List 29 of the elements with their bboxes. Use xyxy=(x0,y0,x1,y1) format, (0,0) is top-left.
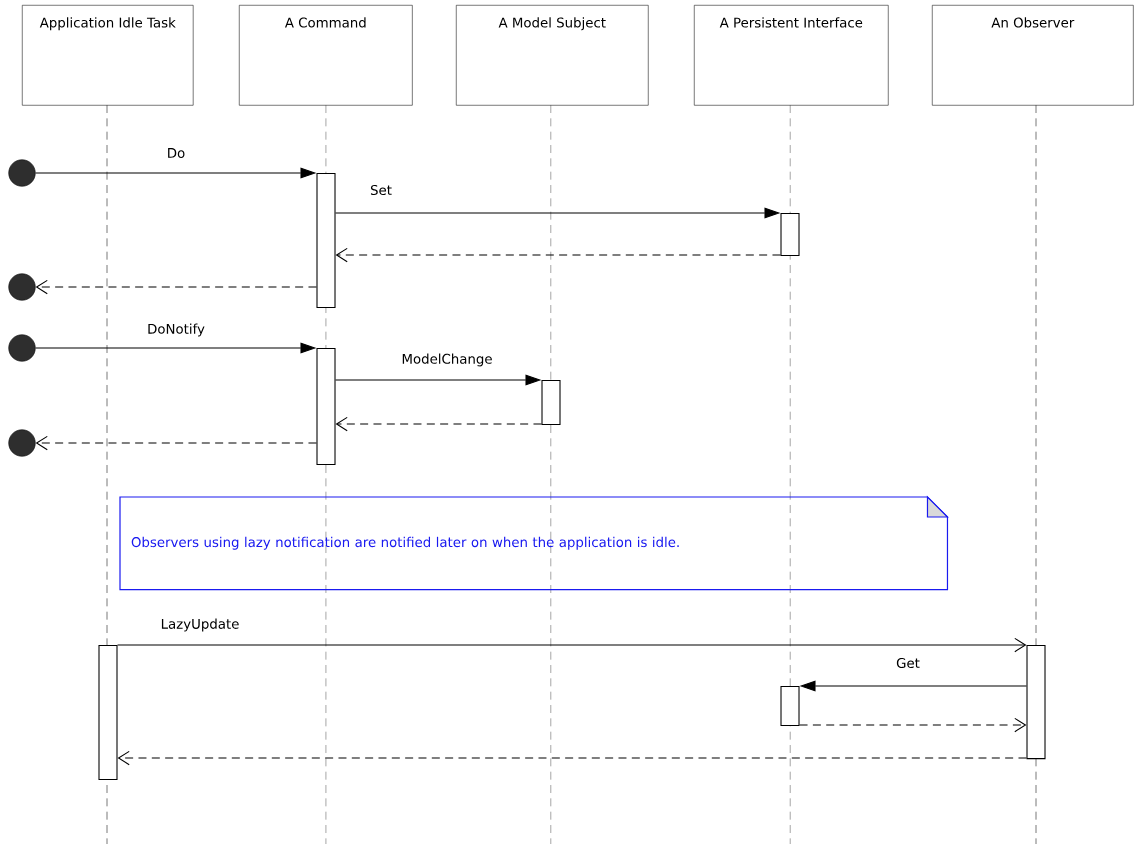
endpoint-circle xyxy=(8,334,36,362)
message-arrow xyxy=(799,717,1027,733)
edge-label: DoNotify xyxy=(148,323,205,337)
activation-bar xyxy=(780,213,800,257)
message-arrow xyxy=(35,435,317,451)
edge-label: LazyUpdate xyxy=(161,618,239,632)
activation-bar xyxy=(1026,645,1046,760)
endpoint-circle xyxy=(8,273,36,301)
activation-bar xyxy=(98,645,118,781)
activation-bar xyxy=(541,380,561,426)
endpoint-circle xyxy=(8,159,36,187)
endpoint-circle xyxy=(8,429,36,457)
message-arrow xyxy=(335,416,542,432)
edge-label: Get xyxy=(896,657,920,669)
activation-bar xyxy=(316,173,336,309)
message-arrow xyxy=(335,247,781,263)
edge-label: ModelChange xyxy=(402,353,492,367)
message-arrow xyxy=(117,750,1027,766)
activation-bar xyxy=(780,686,800,726)
edge-label: Set xyxy=(370,184,392,196)
edge-label: Do xyxy=(168,148,185,158)
message-arrow xyxy=(35,279,317,295)
lifeline-header: Application Idle Task xyxy=(22,5,194,106)
lifeline-header: A Persistent Interface xyxy=(694,5,889,106)
message-arrow xyxy=(117,637,1027,653)
lifeline-header: A Command xyxy=(239,5,413,106)
lifeline-header: A Model Subject xyxy=(456,5,649,106)
lifeline-header: An Observer xyxy=(932,5,1134,106)
activation-bar xyxy=(316,348,336,466)
